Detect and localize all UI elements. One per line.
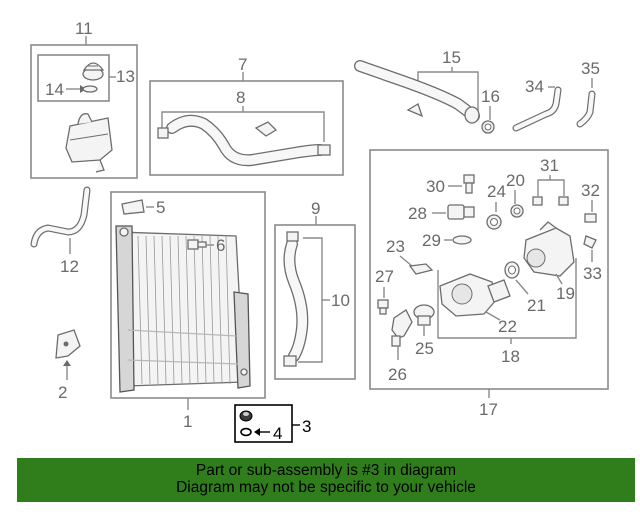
callout-10: 10	[331, 291, 350, 310]
bolt-27-icon	[377, 299, 389, 315]
reservoir-group: 11 13 14	[30, 19, 138, 179]
callout-24: 24	[487, 182, 506, 201]
callout-4: 4	[273, 424, 282, 443]
outlet-19-icon	[523, 221, 575, 277]
callout-12: 12	[60, 257, 79, 276]
callout-3: 3	[302, 417, 311, 436]
callout-8: 8	[236, 88, 245, 107]
callout-7: 7	[238, 55, 247, 74]
callout-27: 27	[375, 267, 394, 286]
callout-14: 14	[45, 80, 64, 99]
callout-16: 16	[481, 87, 500, 106]
fitting-26-icon	[391, 309, 413, 347]
callout-35: 35	[581, 59, 600, 78]
callout-17: 17	[479, 400, 498, 419]
callout-26: 26	[388, 365, 407, 384]
callout-34: 34	[525, 77, 544, 96]
housing-group: 17 18 30 24 20 31	[369, 149, 609, 419]
seal-21-icon	[504, 261, 520, 279]
clip-32-icon	[584, 213, 597, 223]
radiator-cap-assembly-highlight: 4 3	[234, 404, 311, 443]
callout-11: 11	[75, 19, 93, 38]
banner-line-1: Part or sub-assembly is #3 in diagram	[195, 462, 457, 479]
clip-33-icon	[583, 235, 597, 249]
banner-line-2: Diagram may not be specific to your vehi…	[176, 479, 476, 496]
upper-hose-box	[149, 80, 344, 176]
cap-assembly-icon	[239, 410, 253, 437]
radiator-group: 1 5	[110, 191, 266, 431]
callout-9: 9	[311, 199, 320, 218]
bracket-2: 2	[55, 329, 81, 402]
radiator-cap-icon: 5	[121, 198, 165, 217]
lower-hose-box	[274, 224, 356, 380]
callout-5: 5	[156, 198, 165, 217]
callout-33: 33	[583, 264, 602, 283]
small-hoses: 34 35	[512, 59, 600, 132]
seal-20-icon	[510, 204, 524, 218]
callout-19: 19	[556, 284, 575, 303]
callout-29: 29	[422, 231, 441, 250]
callout-25: 25	[415, 339, 434, 358]
cap-subbox	[37, 54, 110, 102]
callout-13: 13	[116, 67, 135, 86]
upper-hose-group: 7 8	[149, 55, 344, 176]
callout-6: 6	[216, 236, 225, 255]
info-banner: Part or sub-assembly is #3 in diagram Di…	[17, 458, 635, 502]
callout-21: 21	[527, 296, 546, 315]
callout-28: 28	[408, 204, 427, 223]
bolt-icon	[463, 174, 475, 194]
callout-18: 18	[501, 347, 520, 366]
thermostat-housing-icon	[439, 273, 511, 317]
thermostat-25-icon	[413, 304, 435, 326]
callout-2: 2	[58, 383, 67, 402]
callout-31: 31	[540, 156, 559, 175]
radiator-icon	[115, 225, 251, 393]
callout-32: 32	[581, 181, 600, 200]
drain-plug-icon: 6	[187, 236, 225, 255]
callout-20: 20	[506, 171, 525, 190]
reservoir-cap-icon	[82, 62, 105, 93]
gasket-23-icon	[408, 263, 434, 275]
highlight-box	[234, 404, 293, 443]
coolant-pipe-group: 15 16	[354, 48, 500, 134]
seal-24-icon	[486, 214, 502, 230]
o-ring-29-icon	[452, 235, 472, 245]
hose-12: 12	[30, 186, 91, 276]
clip-31-icon	[532, 196, 569, 206]
lower-hose-group: 9 10	[274, 199, 356, 380]
callout-1: 1	[183, 412, 192, 431]
callout-30: 30	[426, 177, 445, 196]
reservoir-tank-icon	[65, 113, 113, 173]
hose-clamp-icon	[157, 121, 331, 156]
reservoir-box	[30, 44, 138, 179]
callout-22: 22	[498, 317, 517, 336]
callout-23: 23	[386, 237, 405, 256]
sensor-28-icon	[447, 204, 475, 220]
callout-15: 15	[442, 48, 461, 67]
